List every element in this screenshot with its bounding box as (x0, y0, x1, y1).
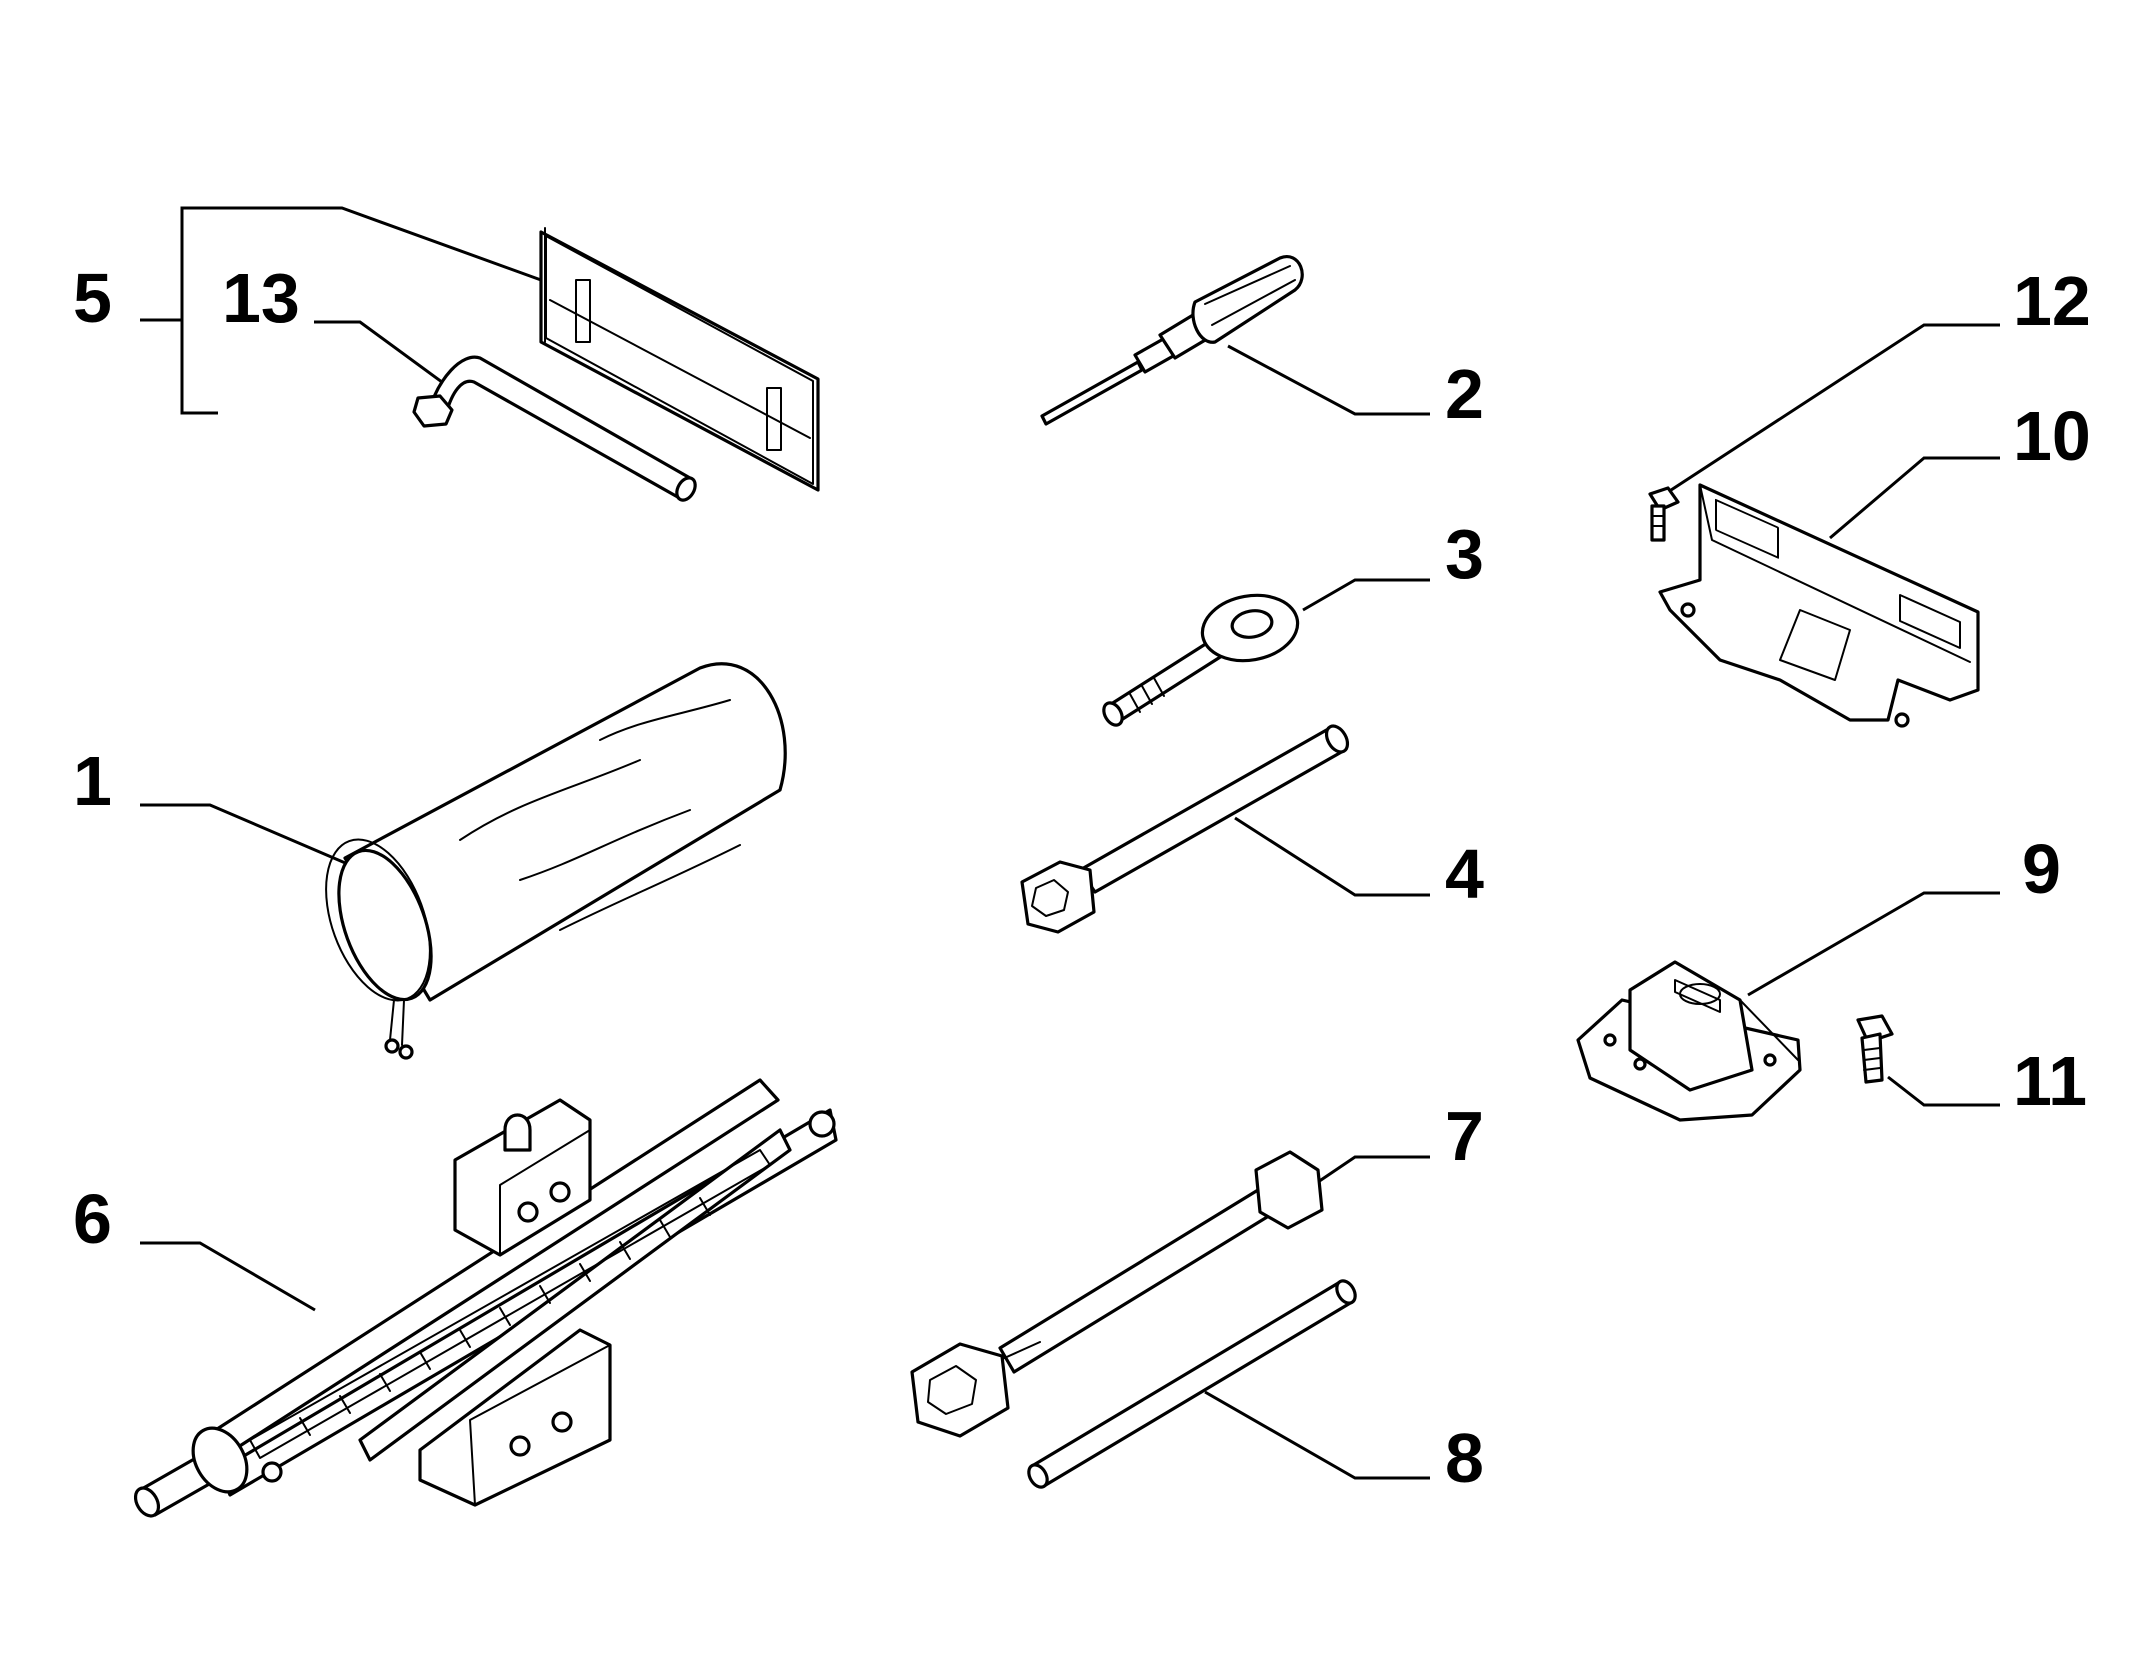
wheel-brace-part-7 (910, 1150, 1324, 1438)
instruction-card-part-5 (539, 227, 820, 492)
callout-8: 8 (1445, 1419, 1484, 1497)
callout-7: 7 (1445, 1097, 1484, 1175)
callout-10: 10 (2013, 397, 2091, 475)
callout-13: 13 (222, 259, 300, 337)
leader-1 (140, 803, 351, 867)
leader-3 (1302, 578, 1430, 612)
leader-5 (140, 206, 542, 322)
leader-11 (1887, 1075, 2000, 1107)
callout-5: 5 (73, 259, 112, 337)
leader-2 (1227, 344, 1430, 416)
callout-2: 2 (1445, 355, 1484, 433)
leader-8 (1204, 1390, 1430, 1480)
bolt-part-11 (1856, 1014, 1894, 1084)
leader-5-bracket-bottom (180, 320, 218, 415)
scissor-jack-part-6 (133, 1078, 838, 1518)
leader-6 (140, 1241, 316, 1312)
leader-7 (1317, 1155, 1430, 1184)
callout-4: 4 (1445, 835, 1484, 913)
callout-12: 12 (2013, 262, 2091, 340)
l-wrench-part-13 (412, 355, 697, 502)
callout-11: 11 (2013, 1042, 2087, 1120)
socket-bar-part-4 (1020, 724, 1350, 934)
screwdriver-part-2 (1040, 255, 1304, 426)
callout-labels: 5 13 2 3 4 1 6 7 8 12 10 9 11 (73, 259, 2091, 1497)
callout-3: 3 (1445, 515, 1484, 593)
tool-bag-part-1 (325, 662, 787, 1060)
leader-10 (1829, 456, 2000, 540)
towing-eye-part-3 (1102, 593, 1300, 727)
callout-6: 6 (73, 1180, 112, 1258)
bracket-part-10 (1658, 483, 1980, 728)
callout-1: 1 (73, 742, 112, 820)
bolt-part-12 (1648, 486, 1680, 542)
leader-12 (1667, 323, 2000, 494)
support-block-part-9 (1576, 960, 1802, 1122)
leader-13 (314, 320, 447, 387)
leader-lines (140, 206, 2000, 1480)
leader-4 (1234, 816, 1430, 897)
extension-rod-part-8 (1027, 1279, 1357, 1489)
callout-9: 9 (2022, 830, 2061, 908)
leader-9 (1747, 891, 2000, 997)
